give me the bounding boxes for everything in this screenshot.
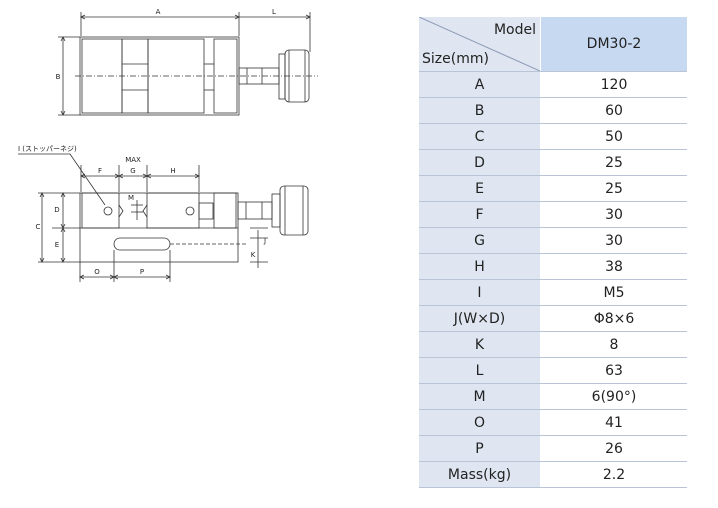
row-value: 2.2 bbox=[540, 461, 687, 488]
dim-label-o: O bbox=[94, 268, 100, 276]
header-size-label: Size(mm) bbox=[422, 51, 489, 67]
row-label: M bbox=[419, 383, 541, 410]
dim-label-a: A bbox=[156, 8, 161, 16]
table-row: Mass(kg)2.2 bbox=[419, 461, 687, 488]
row-label: D bbox=[419, 149, 541, 176]
row-value: 60 bbox=[540, 97, 687, 124]
row-label: H bbox=[419, 253, 541, 280]
dim-label-e: E bbox=[55, 241, 59, 249]
row-value: 63 bbox=[540, 357, 687, 384]
row-value: 38 bbox=[540, 253, 687, 280]
row-value: 30 bbox=[540, 227, 687, 254]
row-label: I bbox=[419, 279, 541, 306]
dim-label-b: B bbox=[56, 73, 61, 81]
row-label: O bbox=[419, 409, 541, 436]
row-value: Φ8×6 bbox=[540, 305, 687, 332]
dim-label-k: K bbox=[251, 251, 256, 259]
row-value: 8 bbox=[540, 331, 687, 358]
row-label: J(W×D) bbox=[419, 305, 541, 332]
dim-label-i: I (ストッパーネジ) bbox=[18, 145, 77, 153]
row-value: 25 bbox=[540, 149, 687, 176]
row-label: L bbox=[419, 357, 541, 384]
row-value: 30 bbox=[540, 201, 687, 228]
row-label: A bbox=[419, 71, 541, 98]
dim-label-p: P bbox=[140, 268, 144, 276]
dim-label-c: C bbox=[36, 223, 41, 231]
header-corner-cell: Model Size(mm) bbox=[419, 17, 541, 72]
dim-label-max: MAX bbox=[125, 156, 141, 164]
row-label: K bbox=[419, 331, 541, 358]
row-value: 41 bbox=[540, 409, 687, 436]
dim-label-d: D bbox=[54, 206, 59, 214]
row-value: 120 bbox=[540, 71, 687, 98]
row-label: Mass(kg) bbox=[419, 461, 541, 488]
dim-label-f: F bbox=[98, 167, 102, 175]
row-value: 50 bbox=[540, 123, 687, 150]
dim-label-m: M bbox=[128, 194, 134, 202]
row-label: C bbox=[419, 123, 541, 150]
row-value: 6(90°) bbox=[540, 383, 687, 410]
header-model-label: Model bbox=[493, 22, 536, 38]
row-label: E bbox=[419, 175, 541, 202]
row-label: G bbox=[419, 227, 541, 254]
row-label: B bbox=[419, 97, 541, 124]
dim-label-l: L bbox=[272, 8, 276, 16]
vise-technical-drawing: A L B I (ストッパーネジ) MAX F G H M C D E J K … bbox=[18, 8, 318, 282]
dim-label-h: H bbox=[170, 167, 175, 175]
table-row: J(W×D)Φ8×6 bbox=[419, 305, 687, 332]
header-model-value: DM30-2 bbox=[540, 17, 687, 72]
dim-label-j: J bbox=[263, 237, 266, 245]
diagonal-divider bbox=[419, 17, 540, 71]
row-value: 26 bbox=[540, 435, 687, 462]
row-value: M5 bbox=[540, 279, 687, 306]
dim-label-g: G bbox=[130, 167, 135, 175]
spec-header-row: Model Size(mm) DM30-2 bbox=[419, 17, 687, 72]
row-label: P bbox=[419, 435, 541, 462]
row-value: 25 bbox=[540, 175, 687, 202]
row-label: F bbox=[419, 201, 541, 228]
